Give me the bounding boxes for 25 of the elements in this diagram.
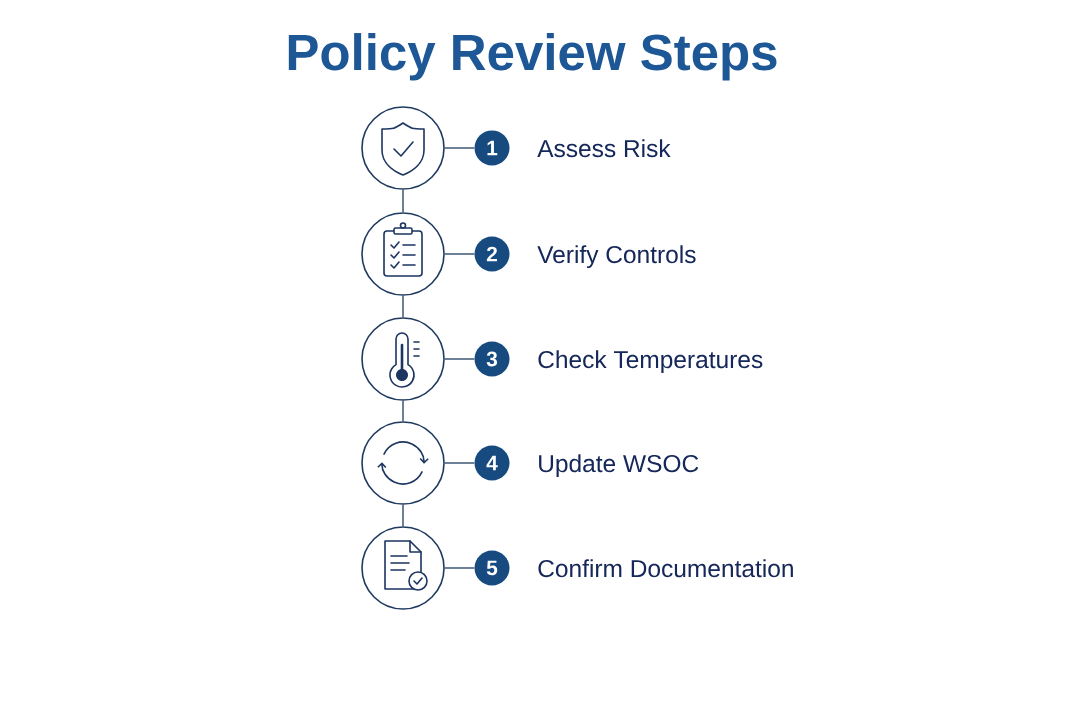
connector-line [444,358,476,360]
icon-circle [361,106,445,190]
connector-line [444,462,476,464]
step-label: Assess Risk [537,139,671,158]
icon-circle [361,212,445,296]
icon-circle [361,526,445,610]
connector-line [444,567,476,569]
connector-line [402,189,404,213]
number-badge: 3 [474,341,510,377]
step-label: Confirm Documentation [538,559,793,578]
number-badge: 5 [474,550,510,586]
connector-line [402,400,404,422]
number-badge: 4 [474,445,510,481]
connector-line [402,504,404,527]
connector-line [444,253,476,255]
icon-circle [361,421,445,505]
icon-circle [361,317,445,401]
connector-line [402,295,404,318]
step-label: Verify Controls [537,245,696,269]
step-label: Update WSOC [539,454,699,478]
title: Policy Review Steps [288,33,777,81]
connector-line [444,147,476,149]
step-label: Check Temperatures [538,350,763,374]
number-badge: 1 [474,130,510,166]
number-badge: 2 [474,236,510,272]
